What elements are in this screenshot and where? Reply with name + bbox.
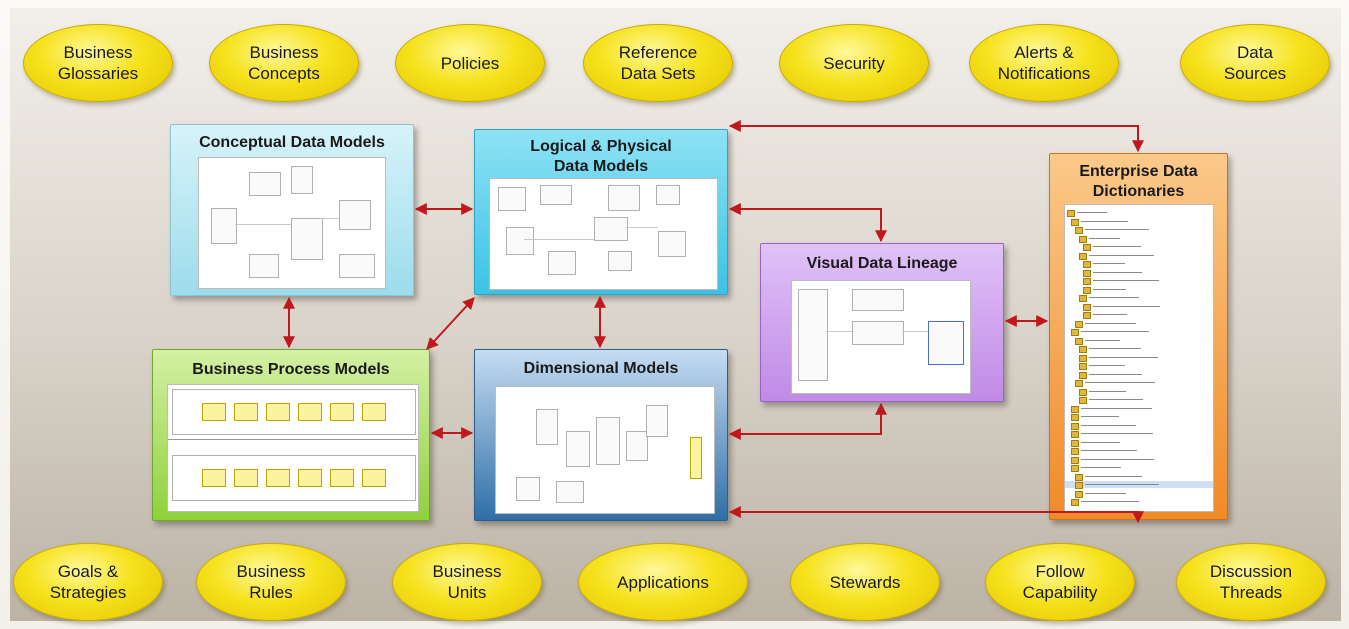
folder-icon xyxy=(1071,448,1079,455)
oval-reference-data-sets: Reference Data Sets xyxy=(583,24,733,102)
oval-stewards: Stewards xyxy=(790,543,940,621)
folder-icon xyxy=(1079,397,1087,404)
folder-icon xyxy=(1079,363,1087,370)
oval-business-glossaries: Business Glossaries xyxy=(23,24,173,102)
tree-row xyxy=(1065,481,1213,489)
dimensional-model-thumbnail xyxy=(495,386,715,514)
folder-icon xyxy=(1071,499,1079,506)
folder-icon xyxy=(1075,380,1083,387)
folder-icon xyxy=(1071,405,1079,413)
folder-icon xyxy=(1075,320,1083,328)
oval-business-rules: Business Rules xyxy=(196,543,346,621)
oval-data-sources: Data Sources xyxy=(1180,24,1330,102)
oval-business-units: Business Units xyxy=(392,543,542,621)
folder-icon xyxy=(1075,473,1083,481)
oval-alerts-notifications: Alerts & Notifications xyxy=(969,24,1119,102)
visual-data-lineage-box: Visual Data Lineage xyxy=(760,243,1004,402)
folder-icon xyxy=(1079,252,1087,260)
folder-icon xyxy=(1075,482,1083,489)
business-process-models-box: Business Process Models xyxy=(152,349,430,521)
folder-icon xyxy=(1083,244,1091,251)
conceptual-data-models-box: Conceptual Data Models xyxy=(170,124,414,296)
folder-icon xyxy=(1083,303,1091,311)
data-dictionary-tree-thumbnail xyxy=(1064,204,1214,512)
dimensional-models-title: Dimensional Models xyxy=(523,360,679,377)
oval-policies: Policies xyxy=(395,24,545,102)
folder-icon xyxy=(1071,456,1079,464)
enterprise-data-dictionaries-title: Enterprise Data Dictionaries xyxy=(1079,163,1198,200)
oval-goals-strategies: Goals & Strategies xyxy=(13,543,163,621)
folder-icon xyxy=(1083,261,1091,268)
folder-icon xyxy=(1079,346,1087,353)
oval-applications: Applications xyxy=(578,543,748,621)
folder-icon xyxy=(1071,414,1079,421)
enterprise-data-dictionaries-box: Enterprise Data Dictionaries xyxy=(1049,153,1228,520)
dimensional-models-box: Dimensional Models xyxy=(474,349,728,521)
oval-security: Security xyxy=(779,24,929,102)
conceptual-model-thumbnail xyxy=(198,157,386,289)
logical-physical-data-models-title: Logical & Physical Data Models xyxy=(530,138,672,175)
folder-icon xyxy=(1067,210,1075,217)
folder-icon xyxy=(1079,295,1087,302)
logical-model-thumbnail xyxy=(489,178,718,290)
conceptual-data-models-title: Conceptual Data Models xyxy=(199,134,385,151)
folder-icon xyxy=(1083,269,1091,277)
folder-icon xyxy=(1071,465,1079,472)
folder-icon xyxy=(1079,388,1087,396)
data-lineage-thumbnail xyxy=(791,280,971,394)
folder-icon xyxy=(1079,371,1087,379)
folder-icon xyxy=(1083,286,1091,294)
oval-follow-capability: Follow Capability xyxy=(985,543,1135,621)
folder-icon xyxy=(1075,227,1083,234)
folder-icon xyxy=(1071,439,1079,447)
folder-icon xyxy=(1071,431,1079,438)
folder-icon xyxy=(1075,337,1083,345)
folder-icon xyxy=(1079,235,1087,243)
folder-icon xyxy=(1071,218,1079,226)
business-process-thumbnail xyxy=(167,384,419,512)
folder-icon xyxy=(1071,422,1079,430)
business-process-models-title: Business Process Models xyxy=(192,361,390,378)
oval-business-concepts: Business Concepts xyxy=(209,24,359,102)
folder-icon xyxy=(1083,312,1091,319)
folder-icon xyxy=(1071,329,1079,336)
folder-icon xyxy=(1075,490,1083,498)
visual-data-lineage-title: Visual Data Lineage xyxy=(806,255,958,272)
oval-discussion-threads: Discussion Threads xyxy=(1176,543,1326,621)
logical-physical-data-models-box: Logical & Physical Data Models xyxy=(474,129,728,295)
folder-icon xyxy=(1079,354,1087,362)
folder-icon xyxy=(1083,278,1091,285)
